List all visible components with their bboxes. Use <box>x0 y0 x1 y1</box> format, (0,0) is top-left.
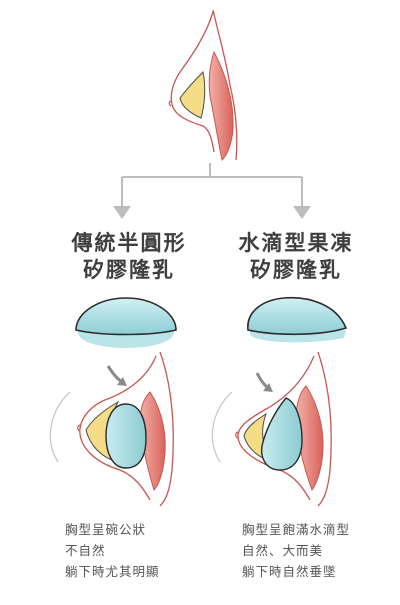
round-implant-note: 躺下時尤其明顯 <box>65 564 160 579</box>
original-breast-illustration <box>168 9 238 162</box>
insert-arrow-right-icon <box>255 372 273 392</box>
breast-skin-outline <box>170 11 215 153</box>
right-breast-skin <box>237 355 315 501</box>
teardrop-implant-title-line2: 矽膠隆乳 <box>250 258 342 282</box>
round-implant-shape <box>75 297 177 348</box>
round-implant-result-illustration <box>49 351 174 507</box>
round-implant-dome <box>75 297 177 336</box>
round-implant-title-line2: 矽膠隆乳 <box>83 258 175 282</box>
teardrop-implant-note: 胸型呈飽滿水滴型 <box>242 522 351 537</box>
left-nipple <box>77 424 81 432</box>
teardrop-implant-body <box>247 296 348 336</box>
breast-fat-tissue <box>179 70 206 119</box>
teardrop-implant-notes: 胸型呈飽滿水滴型 自然、大而美 躺下時自然垂墜 <box>242 519 350 582</box>
left-back-curve <box>49 391 71 463</box>
round-implant-note: 不自然 <box>65 543 106 558</box>
round-implant-heading: 傳統半圓形 矽膠隆乳 <box>44 230 214 284</box>
teardrop-implant-shape <box>247 296 348 343</box>
nipple <box>168 100 173 107</box>
split-connector <box>121 163 303 208</box>
round-implant-notes: 胸型呈碗公狀 不自然 躺下時尤其明顯 <box>65 519 160 582</box>
right-nipple <box>235 431 239 439</box>
right-chest-wall <box>317 351 332 507</box>
left-round-implant <box>105 403 147 469</box>
round-implant-title-line1: 傳統半圓形 <box>71 231 187 255</box>
left-breast-skin <box>79 355 157 501</box>
arrow-down-right-icon <box>293 206 311 219</box>
teardrop-implant-heading: 水滴型果凍 矽膠隆乳 <box>211 230 381 284</box>
right-back-curve <box>211 391 233 463</box>
insert-arrow-left-icon <box>106 365 127 386</box>
round-implant-note: 胸型呈碗公狀 <box>65 522 147 537</box>
left-chest-wall <box>159 351 174 507</box>
teardrop-implant-title-line1: 水滴型果凍 <box>238 231 354 255</box>
right-teardrop-implant <box>260 397 303 471</box>
teardrop-implant-note: 自然、大而美 <box>242 543 324 558</box>
chest-wall-outline <box>212 9 238 161</box>
teardrop-implant-result-illustration <box>211 351 332 507</box>
pectoral-muscle <box>208 50 234 162</box>
arrow-down-left-icon <box>113 206 131 219</box>
teardrop-implant-note: 躺下時自然垂墜 <box>242 564 337 579</box>
